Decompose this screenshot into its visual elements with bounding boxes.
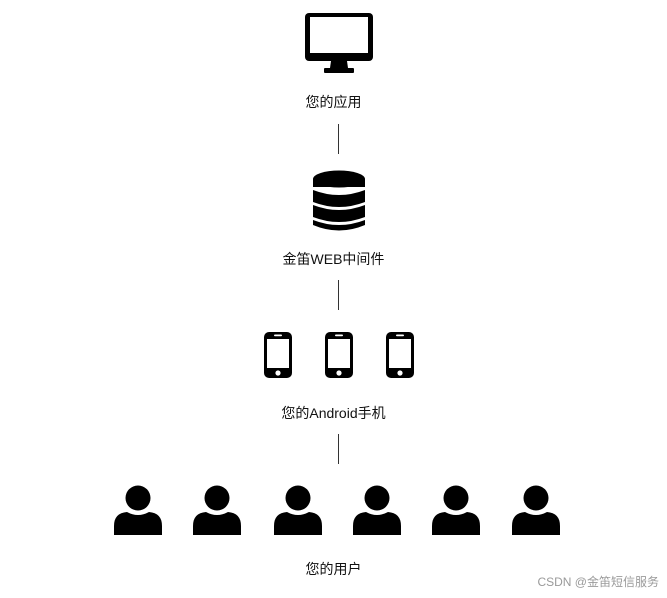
- connector-line: [338, 280, 339, 310]
- connector-line: [338, 124, 339, 154]
- user-icon: [512, 485, 560, 535]
- watermark: CSDN @金笛短信服务: [537, 575, 659, 589]
- user-icon: [193, 485, 241, 535]
- phone-icon: [264, 332, 292, 378]
- user-icon: [353, 485, 401, 535]
- users-label: 您的用户: [305, 561, 362, 577]
- monitor-icon: [305, 13, 373, 73]
- connector-line: [338, 434, 339, 464]
- app-label: 您的应用: [305, 94, 362, 110]
- user-icon: [114, 485, 162, 535]
- user-icon: [432, 485, 480, 535]
- phone-icon: [386, 332, 414, 378]
- user-icon: [274, 485, 322, 535]
- middleware-label: 金笛WEB中间件: [282, 251, 385, 267]
- phone-icon: [325, 332, 353, 378]
- database-icon: [313, 170, 365, 231]
- phones-label: 您的Android手机: [281, 405, 386, 421]
